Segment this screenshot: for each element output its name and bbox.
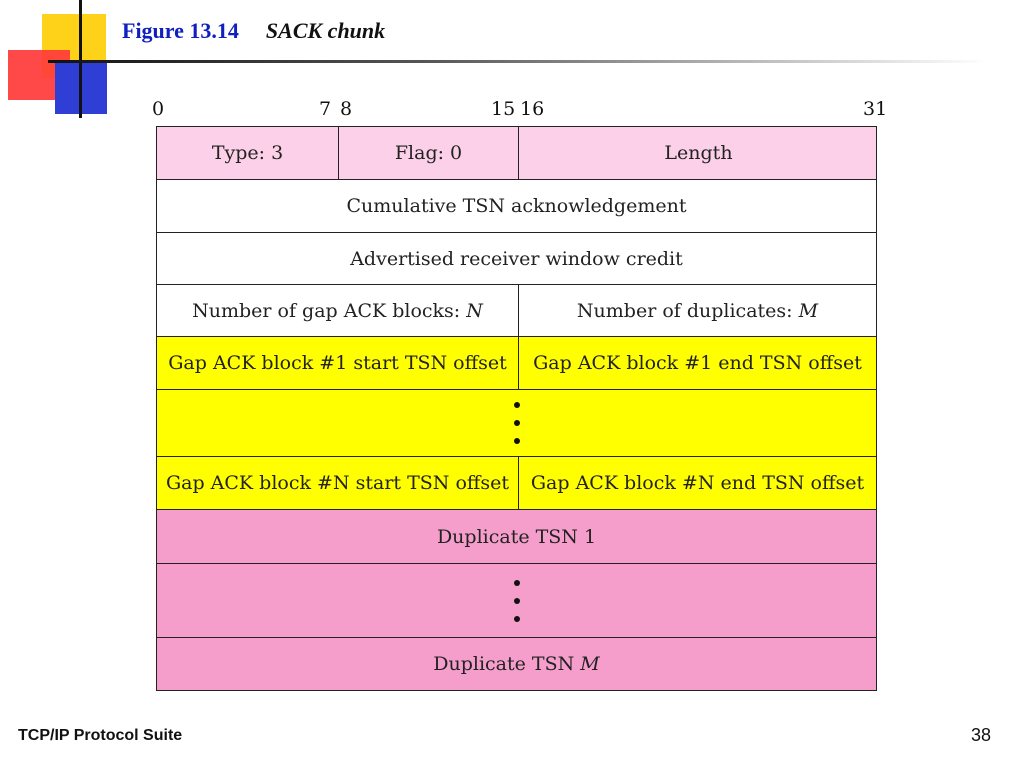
gap-block-1-end: Gap ACK block #1 end TSN offset: [518, 337, 876, 389]
row-header: Type: 3 Flag: 0 Length: [156, 126, 877, 180]
row-gap-block-n: Gap ACK block #N start TSN offset Gap AC…: [156, 456, 877, 510]
gap-block-n-end: Gap ACK block #N end TSN offset: [518, 457, 876, 509]
flag-field: Flag: 0: [338, 127, 518, 179]
slide-title: Figure 13.14 SACK chunk: [122, 18, 385, 44]
duplicate-tsn-m-label: Duplicate TSN: [433, 653, 575, 675]
duplicates-count-field: Number of duplicates: M: [518, 285, 876, 336]
bit-label-15: 15: [491, 98, 516, 120]
row-duplicate-ellipsis: [156, 563, 877, 638]
figure-name: SACK chunk: [265, 18, 386, 43]
receiver-window-field: Advertised receiver window credit: [350, 247, 683, 270]
gap-blocks-count-label: Number of gap ACK blocks:: [192, 299, 461, 322]
logo-vertical-line: [79, 0, 82, 118]
bit-label-7: 7: [319, 98, 332, 120]
bit-label-8: 8: [340, 98, 353, 120]
row-gap-block-1: Gap ACK block #1 start TSN offset Gap AC…: [156, 336, 877, 390]
page-number: 38: [970, 725, 991, 745]
sack-chunk-diagram: Type: 3 Flag: 0 Length Cumulative TSN ac…: [156, 126, 879, 691]
duplicate-tsn-m-var: M: [580, 653, 600, 675]
length-field: Length: [518, 127, 878, 179]
duplicate-tsn-m-field: Duplicate TSN M: [157, 638, 876, 690]
row-duplicate-tsn-1: Duplicate TSN 1: [156, 509, 877, 564]
type-field: Type: 3: [211, 142, 284, 164]
row-receiver-window: Advertised receiver window credit: [156, 232, 877, 285]
gap-blocks-count-var: N: [466, 299, 483, 322]
footer-text: TCP/IP Protocol Suite: [18, 727, 183, 744]
row-counts: Number of gap ACK blocks: N Number of du…: [156, 284, 877, 337]
bit-label-16: 16: [520, 98, 545, 120]
row-gap-ellipsis: [156, 389, 877, 457]
duplicates-count-var: M: [798, 299, 819, 322]
row-cumulative-tsn: Cumulative TSN acknowledgement: [156, 179, 877, 233]
bit-label-0: 0: [152, 98, 165, 120]
gap-block-1-start: Gap ACK block #1 start TSN offset: [168, 352, 507, 374]
gap-blocks-count-field: Number of gap ACK blocks: N: [157, 285, 518, 336]
figure-number: Figure 13.14: [122, 18, 239, 43]
duplicate-tsn-1-field: Duplicate TSN 1: [436, 525, 597, 548]
cumulative-tsn-field: Cumulative TSN acknowledgement: [346, 195, 687, 217]
gap-block-n-start: Gap ACK block #N start TSN offset: [165, 472, 510, 494]
title-underline: [48, 60, 988, 63]
duplicates-count-label: Number of duplicates:: [576, 299, 793, 322]
row-duplicate-tsn-m: Duplicate TSN M: [156, 637, 877, 691]
vertical-ellipsis: [157, 390, 876, 456]
vertical-ellipsis: [157, 564, 876, 637]
bit-label-31: 31: [863, 98, 888, 120]
